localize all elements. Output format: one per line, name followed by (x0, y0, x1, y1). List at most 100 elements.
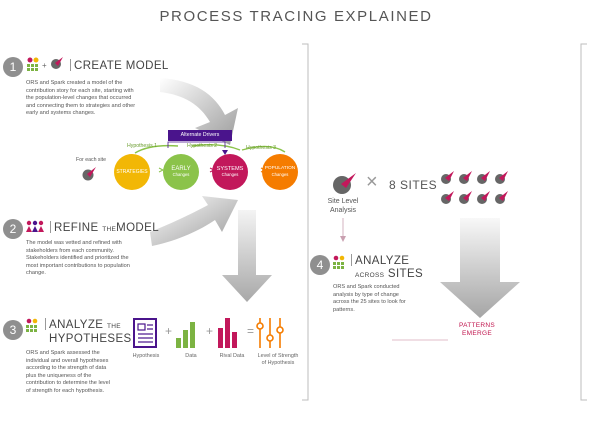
plus-sign: + (165, 324, 173, 338)
step-4-heading-small: ACROSS (355, 272, 385, 279)
spark-logo-icon (82, 167, 96, 181)
step-1-line: early and systems changes. (26, 110, 96, 117)
step-1-line: ORS and Spark created a model of the (26, 80, 123, 86)
population-node-title: POPULATION (264, 166, 296, 171)
step-1-heading: CREATE MODEL (67, 59, 169, 72)
equals-sign: = (247, 324, 255, 338)
step-3-line: individual and overall hypotheses (26, 357, 109, 364)
population-changes-node: POPULATION Changes (262, 154, 298, 190)
step-3-heading-a: ANALYZE (49, 319, 104, 331)
step-3-text: ORS and Spark assessed the individual an… (26, 350, 136, 396)
step-2-line: change. (26, 270, 46, 277)
step-4-number: 4 (310, 255, 330, 275)
spark-logo-icon (51, 57, 63, 69)
patterns-emerge-label: PATTERNS EMERGE (446, 322, 508, 338)
hypothesis-2-label: Hypothesis 2 (187, 143, 217, 149)
systems-changes-node: SYSTEMS Changes (212, 154, 248, 190)
step-2-number: 2 (3, 219, 23, 239)
step-4-line: across the 25 sites to look for (333, 299, 406, 306)
step-3-number: 3 (3, 320, 23, 340)
step-2-text: The model was vetted and refined with st… (26, 240, 166, 278)
step-2-heading: REFINE THEMODEL (47, 221, 159, 234)
step-1-number: 1 (3, 57, 23, 77)
bracket-right (580, 43, 587, 401)
early-changes-node: EARLY Changes (163, 154, 199, 190)
step-4-heading: ANALYZE ACROSS SITES (348, 254, 423, 282)
data-label: Data (185, 353, 197, 359)
alternate-drivers-box: Alternate Drivers (168, 130, 232, 141)
hypothesis-equation-icons (133, 318, 284, 348)
level-of-strength-line-2: of Hypothesis (261, 360, 295, 366)
step-4-heading-b: SITES (387, 268, 424, 280)
step-2-heading-small: THE (102, 226, 117, 233)
step-2-line: Stakeholders identified and prioritized … (26, 255, 129, 262)
step-3-heading: ANALYZE THE HYPOTHESES (42, 318, 132, 346)
document-icon (133, 318, 157, 348)
step-3-heading-b: HYPOTHESES (49, 333, 132, 345)
step-1-icons: + (27, 57, 63, 71)
site-level-line-1: Site Level (327, 198, 359, 205)
systems-node-title: SYSTEMS (216, 166, 244, 172)
patterns-line-2: EMERGE (462, 330, 492, 337)
slider-strength-icon (256, 318, 284, 348)
step-2-line: The model was vetted and refined with (26, 240, 122, 246)
curved-arrow-top (160, 78, 238, 145)
step-4-text: ORS and Spark conducted analysis by type… (333, 284, 433, 314)
org-logo-icon (27, 57, 39, 71)
step-2-line: most important contributions to populati… (26, 262, 130, 269)
systems-node-sub: Changes (221, 172, 239, 177)
org-logo-icon (333, 255, 345, 269)
patterns-line-1: PATTERNS (458, 322, 496, 329)
step-4-line: analysis by type of change (333, 291, 399, 298)
early-node-title: EARLY (171, 166, 191, 172)
step-2-heading-a: REFINE (54, 222, 99, 234)
sites-icon-grid (441, 171, 508, 204)
step-3-heading-small: THE (106, 323, 121, 330)
green-bar-chart-icon (176, 322, 195, 348)
page-title: PROCESS TRACING EXPLAINED (159, 8, 433, 25)
hypothesis-1-label: Hypothesis 1 (127, 143, 157, 149)
curved-arrow-middle (150, 196, 238, 246)
step-3-line: contribution to determine the level (26, 380, 110, 387)
org-logo-icon (26, 318, 38, 332)
step-3-line: according to the strength of data (26, 365, 107, 372)
plus-sign: + (206, 324, 214, 338)
step-1-line: and connecting them to strategies and ot… (26, 102, 136, 109)
strategies-node: STRATEGIES (114, 154, 150, 190)
early-node-sub: Changes (172, 172, 190, 177)
step-2-line: stakeholders from each community. (26, 247, 114, 254)
level-of-strength-line-1: Level of Strength (257, 353, 299, 359)
level-of-strength-label: Level of Strength of Hypothesis (250, 353, 306, 367)
step-3-line: of strength for each hypothesis. (26, 387, 105, 394)
spark-logo-icon (333, 173, 356, 194)
site-spark-icon (441, 171, 454, 184)
site-level-line-2: Analysis (329, 207, 357, 214)
population-node-sub: Changes (271, 172, 289, 177)
step-3-line: plus the uniqueness of the (26, 372, 92, 379)
step-4-heading-a: ANALYZE (355, 255, 410, 267)
step-1-text: ORS and Spark created a model of the con… (26, 80, 166, 118)
model-connectors (134, 141, 286, 173)
hypothesis-3-label: Hypothesis 3 (246, 145, 276, 151)
site-level-analysis-label: Site Level Analysis (318, 197, 368, 215)
times-sign: × (366, 171, 378, 193)
svg-text:+: + (42, 61, 47, 70)
step-1-line: the population-level changes that occurr… (26, 95, 132, 102)
strategies-node-title: STRATEGIES (116, 169, 148, 175)
people-icon (26, 220, 44, 232)
site-count: 8 SITES (389, 178, 438, 192)
step-3-line: ORS and Spark assessed the (26, 350, 100, 356)
step-2-heading-b: MODEL (116, 222, 159, 234)
step-1-line: contribution story for each site, starti… (26, 87, 134, 94)
step-1-heading-text: CREATE MODEL (74, 60, 169, 72)
down-arrow-center (222, 210, 272, 302)
red-bar-chart-icon (218, 318, 237, 348)
step-4-line: patterns. (333, 306, 355, 313)
for-each-site-label: For each site (76, 157, 106, 163)
step-4-line: ORS and Spark conducted (333, 284, 400, 290)
down-arrow-right (440, 218, 520, 318)
bracket-left (302, 43, 309, 401)
rival-data-label: Rival Data (219, 353, 245, 359)
hypothesis-label: Hypothesis (132, 353, 160, 359)
